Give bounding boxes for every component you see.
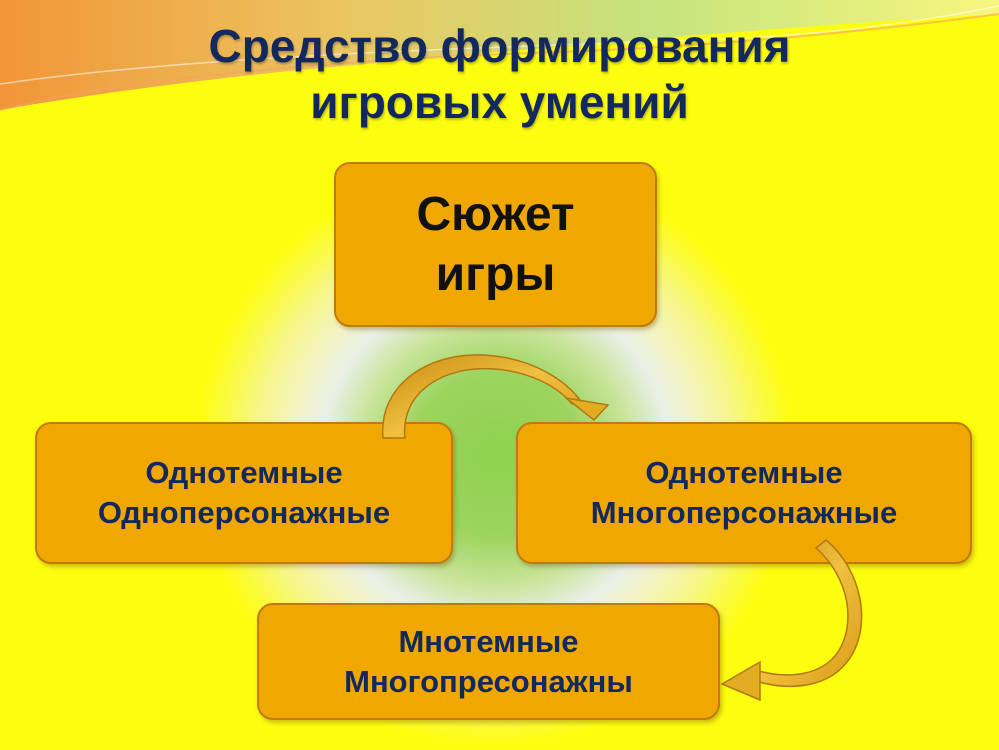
single-theme-multi-character-box: Однотемные Многоперсонажные (516, 422, 972, 564)
right-box-line-1: Однотемные (645, 455, 843, 490)
left-box-line-2: Одноперсонажные (97, 495, 391, 530)
left-box-line-1: Однотемные (145, 455, 343, 490)
curved-arrow-right-to-bottom (720, 539, 863, 702)
plot-box-line-1: Сюжет (416, 187, 575, 241)
bottom-box-line-1: Мнотемные (398, 623, 579, 659)
bottom-box-line-2: Многопресонажны (344, 663, 633, 699)
plot-box: Сюжет игры (334, 162, 657, 327)
plot-box-line-2: игры (435, 247, 556, 301)
right-box-line-2: Многоперсонажные (590, 495, 898, 530)
multi-theme-multi-character-box: Мнотемные Многопресонажны (257, 603, 720, 720)
title-line-1: Средство формирования (208, 20, 791, 72)
page-title: Средство формирования игровых умений (0, 18, 999, 130)
title-line-2: игровых умений (310, 76, 689, 128)
single-theme-single-character-box: Однотемные Одноперсонажные (35, 422, 453, 564)
decorative-swoosh (0, 0, 999, 111)
